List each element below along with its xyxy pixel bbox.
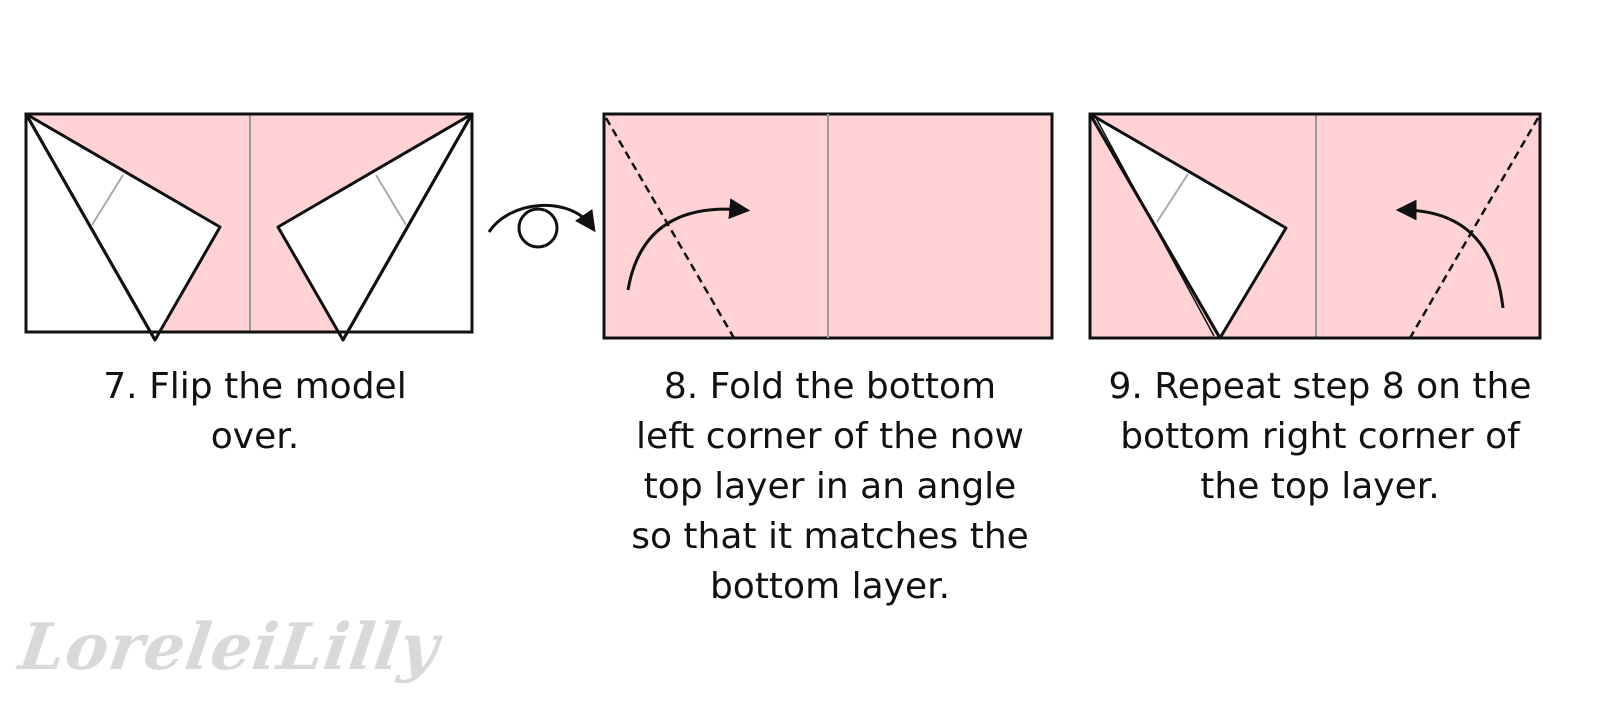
step-8-caption: 8. Fold the bottom left corner of the no…	[600, 362, 1060, 612]
fold-arrow-icon	[626, 198, 751, 291]
caption-line: bottom right corner of	[1120, 416, 1520, 457]
step-9-caption: 9. Repeat step 8 on the bottom right cor…	[1090, 362, 1550, 512]
step-8-valley-fold-line	[604, 117, 736, 339]
step-7-caption: 7. Flip the model over.	[40, 362, 470, 462]
step-7-left-crease	[91, 174, 124, 226]
caption-line: left corner of the now	[636, 416, 1024, 457]
caption-line: bottom layer.	[709, 566, 951, 607]
caption-line: the top layer.	[1200, 466, 1440, 507]
step-9-valley-fold-line	[1408, 117, 1540, 339]
step-8-diagram	[602, 112, 1054, 340]
step-7-right-crease	[375, 174, 407, 226]
caption-line: 7. Flip the model	[103, 366, 407, 407]
step-7-right-edge	[341, 113, 474, 341]
caption-line: 9. Repeat step 8 on the	[1108, 366, 1532, 407]
step-7-left-edge	[24, 113, 157, 341]
flip-over-arrow-icon	[487, 204, 596, 249]
step-7-diagram	[24, 112, 474, 342]
watermark-logo: LoreleiLilly	[14, 610, 444, 685]
step-9-left-crease	[1156, 173, 1189, 223]
caption-line: 8. Fold the bottom	[663, 366, 997, 407]
caption-line: top layer in an angle	[643, 466, 1017, 507]
caption-line: over.	[210, 416, 300, 457]
fold-arrow-icon	[1395, 199, 1505, 309]
caption-line: so that it matches the	[631, 516, 1029, 557]
step-9-diagram	[1088, 112, 1542, 340]
